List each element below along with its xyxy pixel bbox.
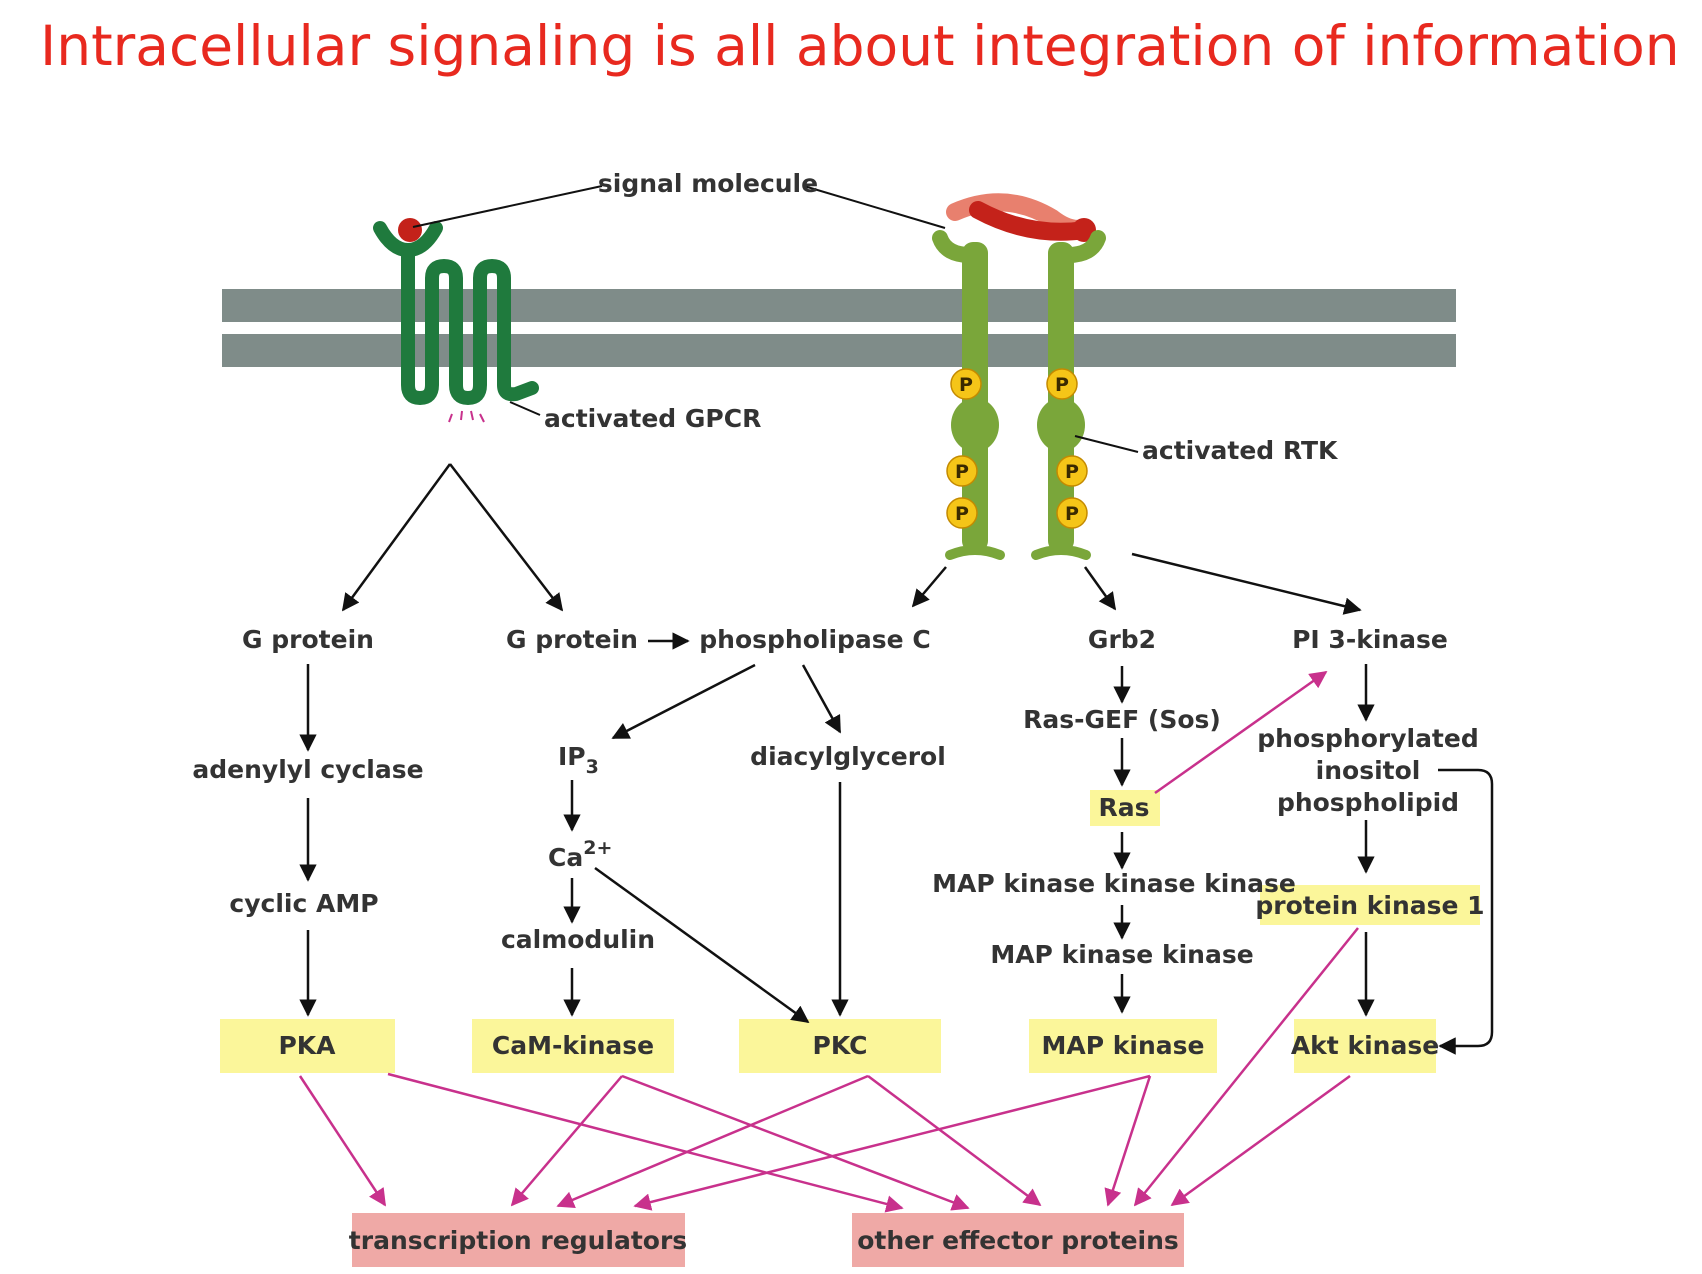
- activated-gpcr-label: activated GPCR: [544, 404, 761, 433]
- ras-box: [1090, 790, 1160, 826]
- akt-kinase-box: [1294, 1019, 1436, 1073]
- protein-kinase-1-box: [1260, 885, 1480, 925]
- phosphate-icon: P: [1046, 368, 1078, 400]
- ip3-label: IP3: [558, 742, 599, 778]
- pka-box: [220, 1019, 395, 1073]
- other-effector-proteins-label: other effector proteins: [857, 1226, 1179, 1255]
- crosstalk-arrows: [298, 670, 1359, 1213]
- phosphate-icon: P: [950, 368, 982, 400]
- connector-lines: [412, 185, 1139, 453]
- phosphate-icon: P: [946, 455, 978, 487]
- ras-gef-label: Ras-GEF (Sos): [1023, 705, 1221, 734]
- diagram-labels: signal molecule activated GPCR activated…: [192, 169, 1484, 1255]
- gpcr-signal-molecule-icon: [398, 218, 422, 242]
- svg-text:P: P: [955, 503, 969, 525]
- akt-kinase-label: Akt kinase: [1291, 1031, 1439, 1060]
- svg-text:P: P: [955, 461, 969, 483]
- mapkk-label: MAP kinase kinase: [990, 940, 1253, 969]
- map-kinase-box: [1029, 1019, 1217, 1073]
- svg-text:P: P: [1055, 374, 1069, 396]
- transcription-regulators-box: [352, 1213, 685, 1267]
- phosphorylated-inositol-label: phosphorylated: [1257, 724, 1478, 753]
- svg-text:P: P: [1065, 503, 1079, 525]
- signal-arrows: [299, 463, 1494, 1055]
- other-effector-proteins-box: [852, 1213, 1184, 1267]
- transcription-regulators-label: transcription regulators: [349, 1226, 687, 1255]
- cam-kinase-box: [472, 1019, 674, 1073]
- mapkkk-label: MAP kinase kinase kinase: [932, 869, 1296, 898]
- phosphorylated-inositol-label: phospholipid: [1277, 788, 1459, 817]
- diacylglycerol-label: diacylglycerol: [750, 742, 946, 771]
- gpcr-receptor: [373, 218, 539, 423]
- cyclic-amp-label: cyclic AMP: [229, 889, 378, 918]
- phosphate-icon: P: [1056, 497, 1088, 529]
- pkc-box: [739, 1019, 941, 1073]
- svg-text:P: P: [959, 374, 973, 396]
- pkc-label: PKC: [813, 1031, 868, 1060]
- cam-kinase-label: CaM-kinase: [492, 1031, 654, 1060]
- pka-label: PKA: [278, 1031, 336, 1060]
- calmodulin-label: calmodulin: [501, 925, 655, 954]
- ras-label: Ras: [1098, 793, 1149, 822]
- phosphate-icon: P: [1056, 455, 1088, 487]
- activated-rtk-label: activated RTK: [1142, 436, 1339, 465]
- pi3-kinase-label: PI 3-kinase: [1292, 625, 1448, 654]
- adenylyl-cyclase-label: adenylyl cyclase: [192, 755, 423, 784]
- phosphate-icon: P: [946, 497, 978, 529]
- page-title: Intracellular signaling is all about int…: [40, 14, 1680, 78]
- gpcr-activation-rays-icon: [448, 410, 485, 423]
- calcium-ion-label: Ca2+: [548, 837, 612, 872]
- svg-text:P: P: [1065, 461, 1079, 483]
- phospholipase-c-label: phospholipase C: [699, 625, 930, 654]
- g-protein-label: G protein: [506, 625, 638, 654]
- map-kinase-label: MAP kinase: [1042, 1031, 1205, 1060]
- kinase-boxes: [220, 790, 1480, 1267]
- signal-molecule-label: signal molecule: [598, 169, 818, 198]
- g-protein-label: G protein: [242, 625, 374, 654]
- grb2-label: Grb2: [1088, 625, 1156, 654]
- phosphorylated-inositol-label: inositol: [1316, 756, 1421, 785]
- protein-kinase-1-label: protein kinase 1: [1255, 891, 1484, 920]
- rtk-receptor: P P P P P P: [932, 193, 1106, 560]
